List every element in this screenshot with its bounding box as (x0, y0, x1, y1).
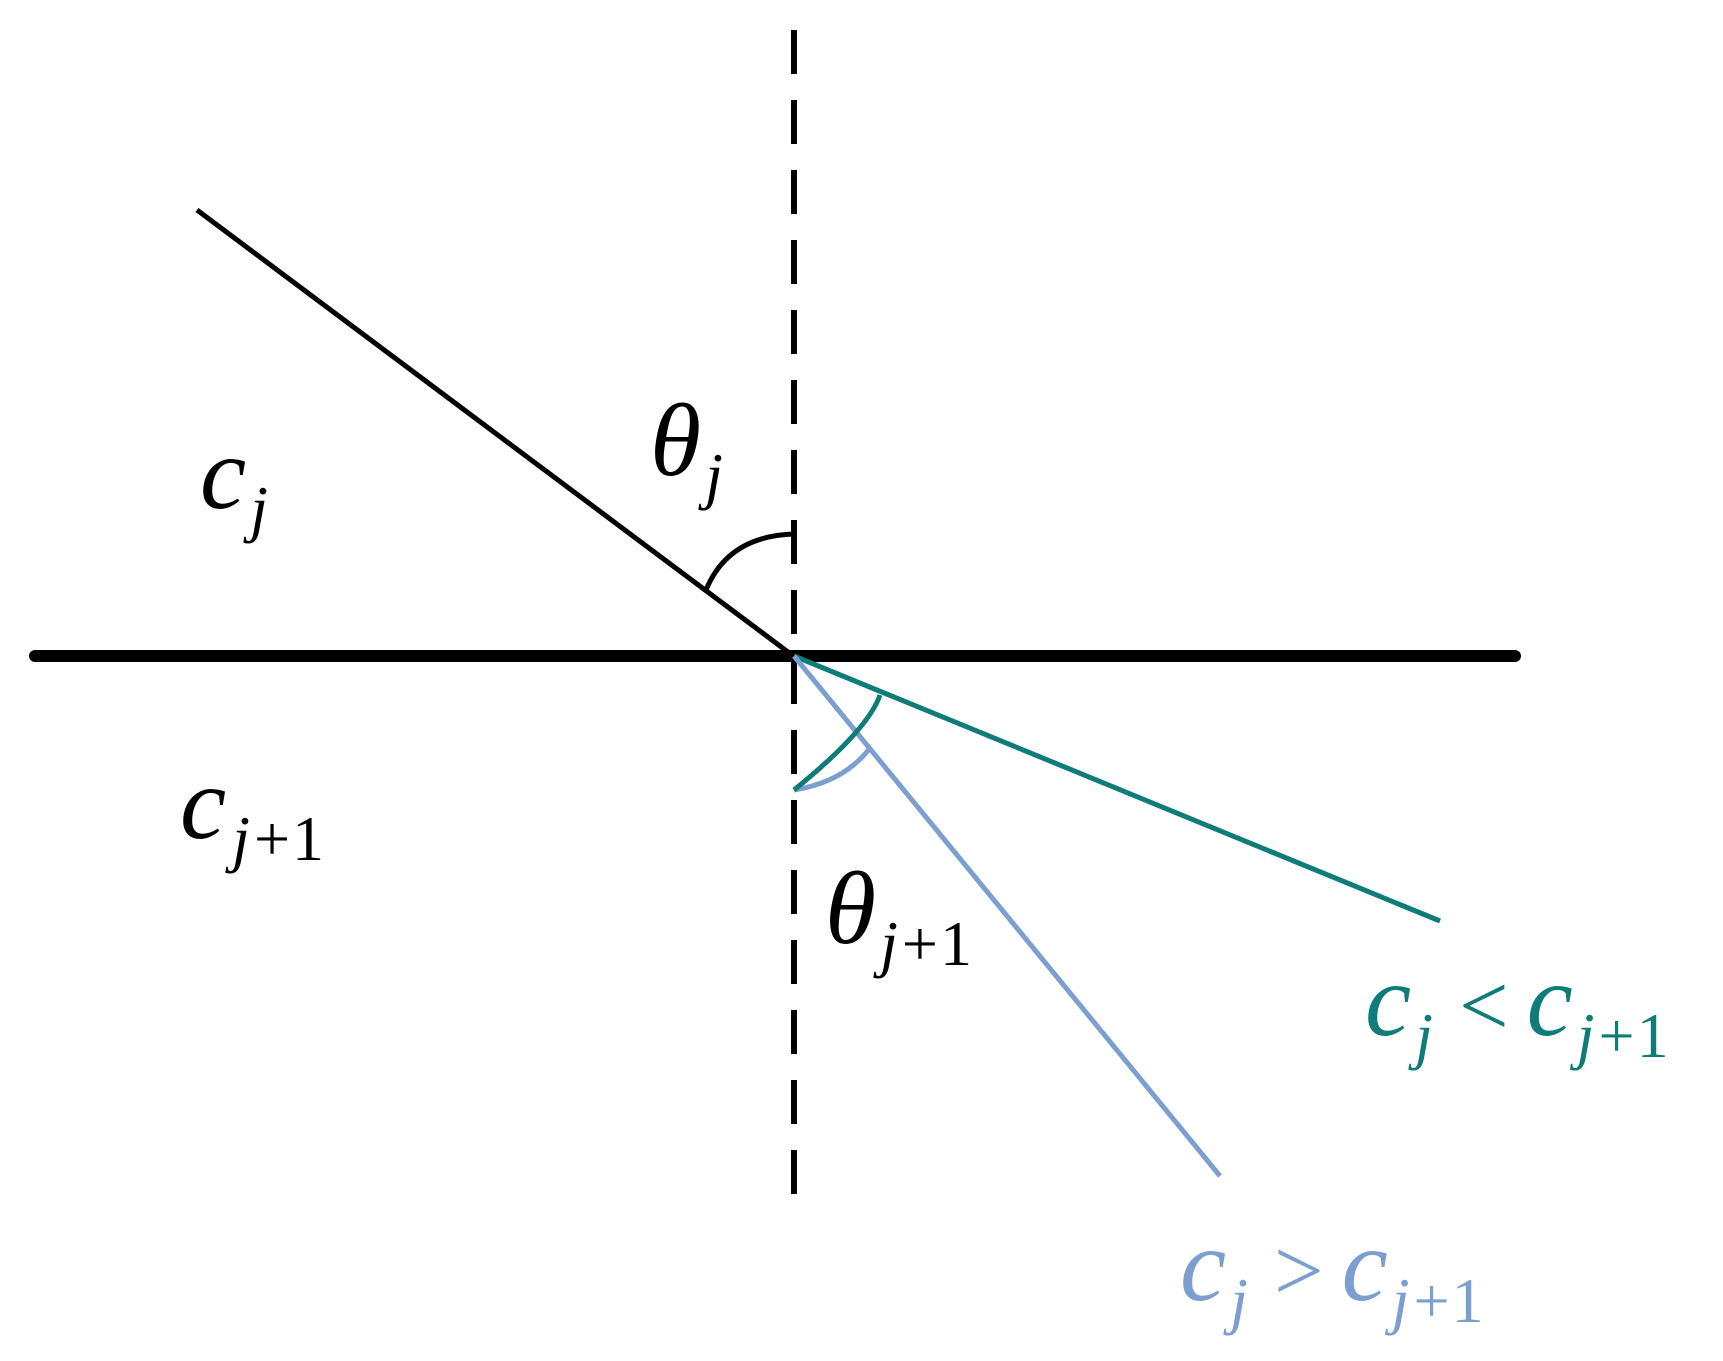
label-medium-lower: cj+1 (180, 746, 324, 874)
label-case-teal-right-sub-num: 1 (1637, 1000, 1669, 1071)
refracted-ray-teal (793, 653, 1441, 924)
incident-angle-arc (703, 531, 795, 591)
label-medium-upper-base: c (200, 416, 246, 531)
label-angle-refracted-base: θ (825, 851, 876, 966)
label-case-blue: cj>cj+1 (1180, 1208, 1484, 1336)
label-angle-refracted-sub-var: j (873, 908, 898, 979)
label-case-blue-right-sub-op: + (1414, 1265, 1450, 1336)
label-medium-upper-sub: j (243, 473, 268, 544)
label-angle-incident: θj (650, 383, 723, 511)
label-medium-lower-sub-num: 1 (292, 803, 324, 874)
label-case-teal-right-sub-op: + (1599, 1000, 1635, 1071)
refracted-angle-arc-teal (792, 694, 883, 792)
label-angle-incident-sub: j (698, 440, 723, 511)
label-angle-incident-base: θ (650, 383, 701, 498)
label-medium-lower-base: c (180, 746, 226, 861)
label-medium-lower-sub-var: j (225, 803, 250, 874)
label-case-teal-relation: < (1459, 958, 1509, 1055)
label-case-teal: cj<cj+1 (1365, 943, 1669, 1071)
label-case-blue-relation: > (1274, 1223, 1324, 1320)
label-case-teal-right-sub-var: j (1570, 1000, 1595, 1071)
refracted-ray-blue (792, 654, 1222, 1178)
label-angle-refracted-sub-num: 1 (940, 908, 972, 979)
refracted-angle-arc-blue (793, 746, 872, 793)
label-case-blue-right-sub-num: 1 (1452, 1265, 1484, 1336)
label-case-blue-left-base: c (1180, 1208, 1226, 1323)
incident-ray (195, 207, 790, 655)
label-medium-upper: cj (200, 416, 268, 544)
label-case-teal-left-sub: j (1408, 1000, 1433, 1071)
label-case-blue-left-sub: j (1223, 1265, 1248, 1336)
label-case-teal-right-base: c (1527, 943, 1573, 1058)
label-angle-refracted: θj+1 (825, 851, 972, 979)
label-case-teal-left-base: c (1365, 943, 1411, 1058)
label-case-blue-right-sub-var: j (1385, 1265, 1410, 1336)
label-angle-refracted-sub-op: + (902, 908, 938, 979)
label-medium-lower-sub-op: + (254, 803, 290, 874)
label-case-blue-right-base: c (1342, 1208, 1388, 1323)
